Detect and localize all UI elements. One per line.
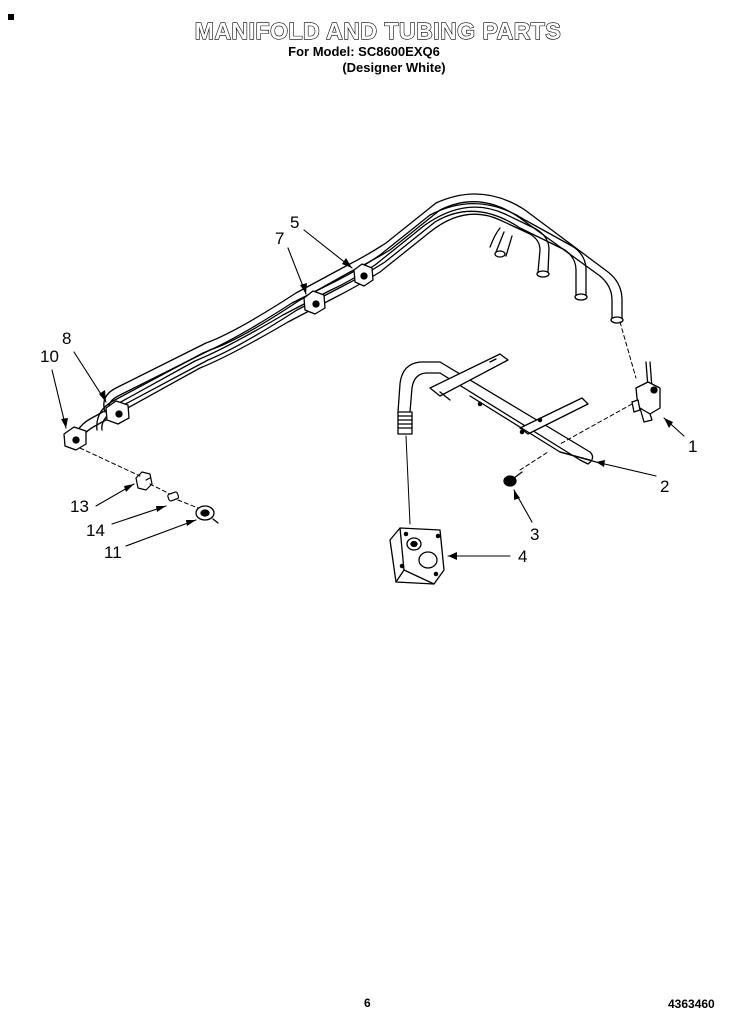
callout-14: 14 [86,521,105,540]
callout-8: 8 [62,329,71,348]
callout-1: 1 [688,437,697,456]
callout-labels: 5 7 8 10 13 14 11 1 2 3 4 [40,213,697,566]
orifice-fitting-13 [135,471,153,491]
tube-nut-5 [353,263,374,287]
assembly-path-manifold [559,403,633,445]
manifold-pipe [397,353,597,465]
callout-4: 4 [518,547,527,566]
screw-3 [503,471,523,487]
callout-13: 13 [70,497,89,516]
burner-tubing [71,193,624,449]
tube-nut-8 [105,400,130,425]
variant-line: (Designer White) [342,60,446,75]
callout-10: 10 [40,347,59,366]
page-title: MANIFOLD AND TUBING PARTS [194,17,562,44]
callout-7: 7 [275,229,284,248]
leader-arrowheads [61,258,673,560]
model-line: For Model: SC8600EXQ6 [288,44,440,59]
tube-nut-10 [63,426,87,451]
page-number: 6 [364,996,371,1010]
washer-11 [195,505,219,524]
assembly-path-valve [619,321,637,379]
orifice-14 [167,491,180,502]
pressure-regulator-4 [389,527,445,585]
callout-2: 2 [660,477,669,496]
document-number: 4363460 [668,997,715,1011]
callout-11: 11 [104,543,122,562]
tube-nut-7 [303,290,326,315]
assembly-path-left [79,447,199,509]
callout-5: 5 [290,213,299,232]
assembly-path-screw [519,451,549,471]
corner-registration-mark [8,14,14,20]
assembly-path-regulator [405,435,411,525]
callout-3: 3 [530,525,539,544]
valve-fitting-1 [631,361,661,423]
